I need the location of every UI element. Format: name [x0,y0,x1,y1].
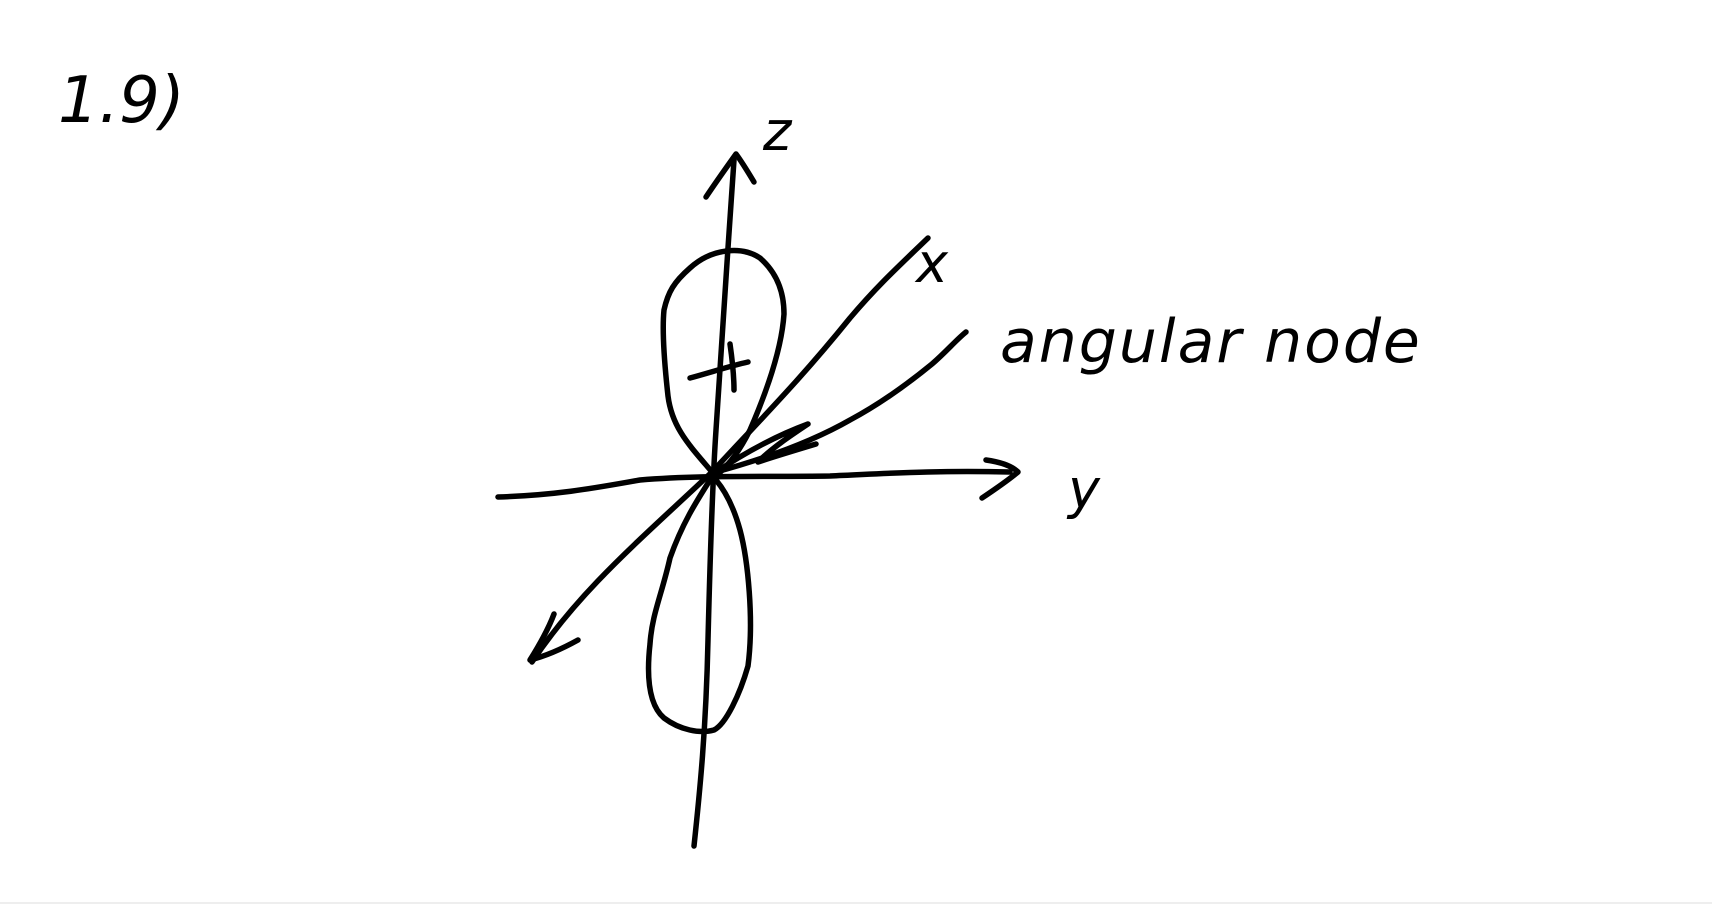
problem-number: 1.9) [58,64,185,138]
y-axis-label: y [1066,458,1101,521]
angular-node-label: angular node [1000,307,1422,377]
page-divider [0,902,1712,904]
lower-lobe [645,477,754,735]
z-axis-arrowhead [703,151,757,200]
z-axis [691,151,757,849]
plus-sign [687,341,751,393]
y-axis [495,457,1021,501]
upper-lobe [660,247,787,479]
x-axis [527,235,931,665]
x-axis-arrowhead [527,611,581,663]
x-axis-label: x [914,232,949,295]
z-axis-label: z [762,100,793,163]
angular-node-cone [713,329,969,475]
y-axis-arrowhead [979,457,1021,501]
